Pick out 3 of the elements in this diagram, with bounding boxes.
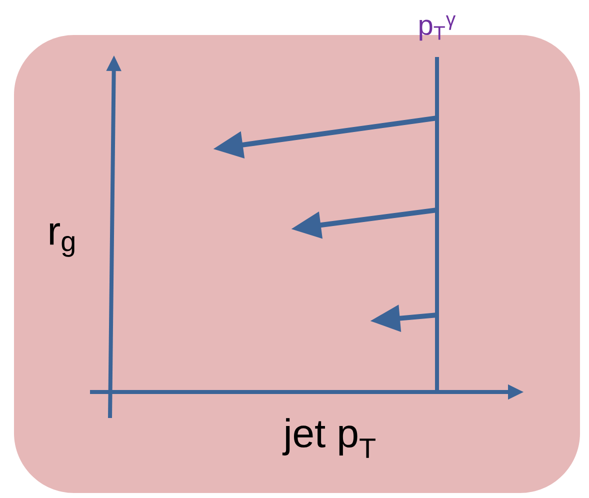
axis-label: jet p$_{T}$ bbox=[282, 418, 376, 458]
axis-label: p$_{T}$γ bbox=[420, 15, 456, 41]
axis-label: r$_{g}$ bbox=[50, 223, 74, 257]
